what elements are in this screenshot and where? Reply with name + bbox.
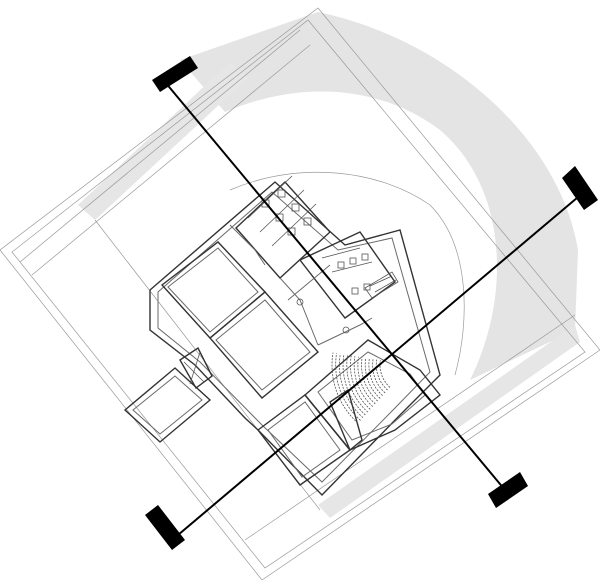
section-marker-b-end: [562, 166, 598, 210]
restroom-block-lower: [298, 231, 399, 319]
seat-row: [375, 359, 388, 391]
section-cut-a: [152, 56, 528, 508]
seat-row: [364, 357, 381, 399]
section-marker-a-end: [488, 472, 528, 508]
stage-rooms: [257, 394, 352, 486]
auditorium: [304, 339, 441, 452]
site-boundary: [0, 7, 600, 580]
seat-row: [368, 358, 383, 396]
section-cut-b: [145, 166, 598, 550]
building-footprint: [149, 181, 441, 497]
landscape-ring: [180, 12, 578, 380]
landscape-strip-upper: [78, 62, 248, 220]
hall-rooms: [160, 241, 320, 399]
auditorium-seating: [331, 352, 391, 424]
plaza-circle: [229, 171, 465, 376]
annex: [123, 346, 213, 443]
seat-row: [331, 352, 359, 424]
seat-row: [339, 353, 364, 418]
seat-row: [335, 353, 361, 421]
seat-row: [342, 354, 366, 416]
section-marker-b-start: [145, 505, 185, 550]
seat-row: [361, 357, 378, 402]
section-marker-a-start: [152, 56, 198, 92]
seat-row: [350, 355, 371, 410]
seat-row: [357, 356, 376, 405]
corridors: [229, 224, 373, 346]
seat-row: [346, 354, 369, 413]
